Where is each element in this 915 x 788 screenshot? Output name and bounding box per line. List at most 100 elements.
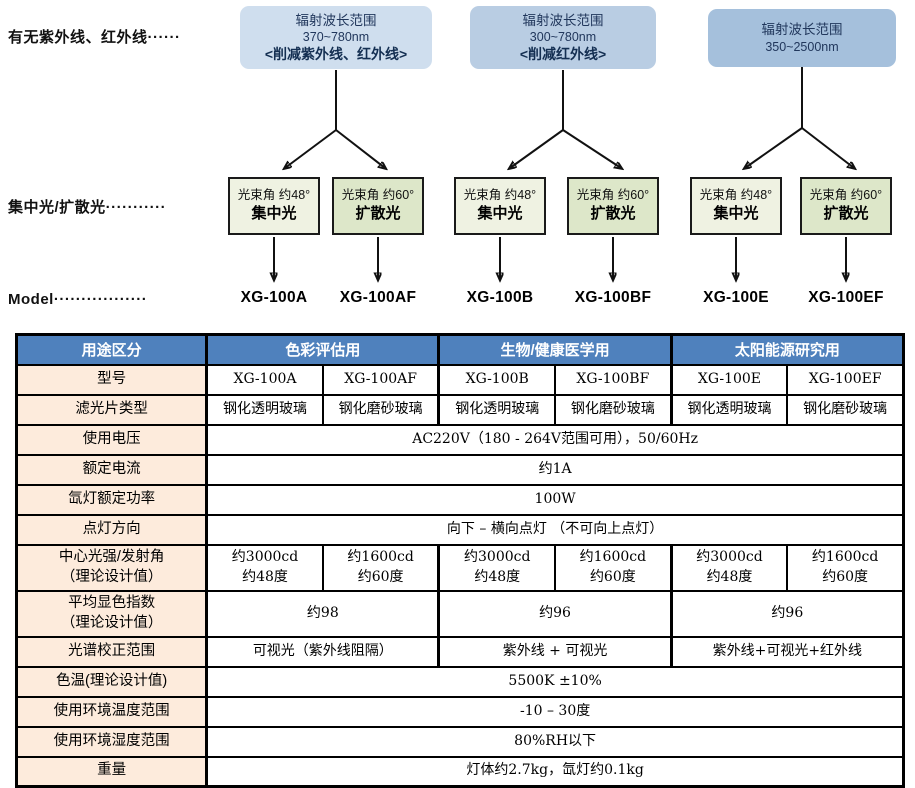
row-label-cell: 使用环境温度范围 bbox=[15, 695, 209, 728]
wavelength-box-title: 辐射波长范围 bbox=[761, 22, 843, 38]
value-cell: 约1600cd 约60度 bbox=[786, 543, 905, 592]
row-label-cell: 额定电流 bbox=[15, 453, 209, 486]
header-group: 色彩评估用 bbox=[205, 333, 440, 366]
beam-box-concentrated: 光束角 约48° 集中光 bbox=[690, 177, 782, 235]
beam-type: 扩散光 bbox=[355, 205, 401, 223]
value-cell: 钢化透明玻璃 bbox=[205, 393, 324, 426]
value-cell: 钢化磨砂玻璃 bbox=[321, 393, 440, 426]
beam-type: 扩散光 bbox=[823, 205, 869, 223]
header-usage-category: 用途区分 bbox=[15, 333, 208, 366]
beam-angle: 光束角 约48° bbox=[463, 188, 537, 203]
header-group: 生物/健康医学用 bbox=[437, 333, 673, 366]
beam-type: 集中光 bbox=[251, 205, 297, 223]
table-row: 滤光片类型钢化透明玻璃钢化磨砂玻璃钢化透明玻璃钢化磨砂玻璃钢化透明玻璃钢化磨砂玻… bbox=[15, 393, 905, 426]
header-group: 太阳能源研究用 bbox=[669, 333, 905, 366]
value-cell: 约1A bbox=[205, 453, 905, 486]
wavelength-box-350-2500: 辐射波长范围 350~2500nm bbox=[708, 9, 896, 67]
beam-angle: 光束角 约48° bbox=[699, 188, 773, 203]
model-name: XG-100AF bbox=[339, 289, 417, 306]
row-label-cell: 点灯方向 bbox=[15, 513, 209, 546]
model-name: XG-100BF bbox=[574, 289, 652, 306]
value-cell: 约3000cd 约48度 bbox=[437, 543, 557, 592]
row-label-cell: 氙灯额定功率 bbox=[15, 483, 209, 516]
row-label-cell: 使用电压 bbox=[15, 423, 209, 456]
beam-type: 扩散光 bbox=[590, 205, 636, 223]
value-cell: 约3000cd 约48度 bbox=[205, 543, 324, 592]
value-cell: -10 – 30度 bbox=[205, 695, 905, 728]
wavelength-box-title: 辐射波长范围 bbox=[522, 12, 604, 28]
model-name: XG-100E bbox=[703, 289, 769, 306]
wavelength-range: 370~780nm bbox=[302, 30, 370, 45]
table-row: 光谱校正范围可视光（紫外线阻隔）紫外线 + 可视光紫外线+可视光+红外线 bbox=[15, 635, 905, 668]
beam-type: 集中光 bbox=[477, 205, 523, 223]
row-label-cell: 使用环境湿度范围 bbox=[15, 725, 209, 758]
table-row: 重量灯体约2.7kg，氙灯约0.1kg bbox=[15, 755, 905, 788]
row-label-cell: 型号 bbox=[15, 363, 209, 396]
wavelength-range: 350~2500nm bbox=[765, 39, 839, 54]
value-cell: 可视光（紫外线阻隔） bbox=[205, 635, 440, 668]
wavelength-note: <削减紫外线、红外线> bbox=[264, 46, 408, 63]
wavelength-note: <削减红外线> bbox=[519, 46, 607, 63]
value-cell: 钢化透明玻璃 bbox=[437, 393, 557, 426]
value-cell: AC220V（180 - 264V范围可用），50/60Hz bbox=[205, 423, 905, 456]
row-label-cell: 滤光片类型 bbox=[15, 393, 209, 426]
beam-type: 集中光 bbox=[713, 205, 759, 223]
beam-box-concentrated: 光束角 约48° 集中光 bbox=[228, 177, 320, 235]
value-cell: 80%RH以下 bbox=[205, 725, 905, 758]
beam-angle: 光束角 约60° bbox=[341, 188, 415, 203]
row-label-cell: 中心光强/发射角 （理论设计值） bbox=[15, 543, 209, 592]
row-label-cell: 色温(理论设计值) bbox=[15, 665, 209, 698]
wavelength-box-title: 辐射波长范围 bbox=[295, 12, 377, 28]
table-header-row: 用途区分色彩评估用生物/健康医学用太阳能源研究用 bbox=[15, 333, 905, 366]
value-cell: XG-100BF bbox=[554, 363, 673, 396]
value-cell: 5500K ±10% bbox=[205, 665, 905, 698]
beam-box-concentrated: 光束角 约48° 集中光 bbox=[454, 177, 546, 235]
spec-table-header: 用途区分色彩评估用生物/健康医学用太阳能源研究用 bbox=[15, 333, 905, 366]
model-name: XG-100A bbox=[240, 289, 308, 306]
value-cell: XG-100B bbox=[437, 363, 557, 396]
value-cell: 约96 bbox=[437, 589, 673, 638]
model-name: XG-100EF bbox=[808, 289, 884, 306]
row-label-cell: 重量 bbox=[15, 755, 209, 788]
value-cell: 向下 – 横向点灯 （不可向上点灯） bbox=[205, 513, 905, 546]
table-row: 点灯方向向下 – 横向点灯 （不可向上点灯） bbox=[15, 513, 905, 546]
row-label-cell: 平均显色指数 （理论设计值） bbox=[15, 589, 209, 638]
value-cell: 紫外线 + 可视光 bbox=[437, 635, 673, 668]
value-cell: 100W bbox=[205, 483, 905, 516]
model-name: XG-100B bbox=[466, 289, 534, 306]
value-cell: 钢化磨砂玻璃 bbox=[554, 393, 673, 426]
value-cell: XG-100AF bbox=[321, 363, 440, 396]
row-label-uv-ir: 有无紫外线、红外线······ bbox=[8, 29, 181, 46]
value-cell: 约1600cd 约60度 bbox=[321, 543, 440, 592]
wavelength-box-300-780: 辐射波长范围 300~780nm <削减红外线> bbox=[470, 6, 656, 69]
beam-angle: 光束角 约48° bbox=[237, 188, 311, 203]
value-cell: 约3000cd 约48度 bbox=[669, 543, 789, 592]
table-row: 额定电流约1A bbox=[15, 453, 905, 486]
value-cell: 灯体约2.7kg，氙灯约0.1kg bbox=[205, 755, 905, 788]
beam-box-diffused: 光束角 约60° 扩散光 bbox=[567, 177, 659, 235]
wavelength-range: 300~780nm bbox=[529, 30, 597, 45]
value-cell: 钢化磨砂玻璃 bbox=[786, 393, 905, 426]
value-cell: XG-100E bbox=[669, 363, 789, 396]
table-row: 中心光强/发射角 （理论设计值）约3000cd 约48度约1600cd 约60度… bbox=[15, 543, 905, 592]
value-cell: 钢化透明玻璃 bbox=[669, 393, 789, 426]
row-label-model: Model················· bbox=[8, 291, 148, 308]
beam-angle: 光束角 约60° bbox=[809, 188, 883, 203]
value-cell: 约96 bbox=[669, 589, 905, 638]
row-label-cell: 光谱校正范围 bbox=[15, 635, 209, 668]
row-label-beam-type: 集中光/扩散光··········· bbox=[8, 199, 167, 216]
value-cell: 约98 bbox=[205, 589, 440, 638]
value-cell: 紫外线+可视光+红外线 bbox=[669, 635, 905, 668]
table-row: 使用环境温度范围-10 – 30度 bbox=[15, 695, 905, 728]
beam-angle: 光束角 约60° bbox=[576, 188, 650, 203]
value-cell: XG-100A bbox=[205, 363, 324, 396]
beam-box-diffused: 光束角 约60° 扩散光 bbox=[800, 177, 892, 235]
